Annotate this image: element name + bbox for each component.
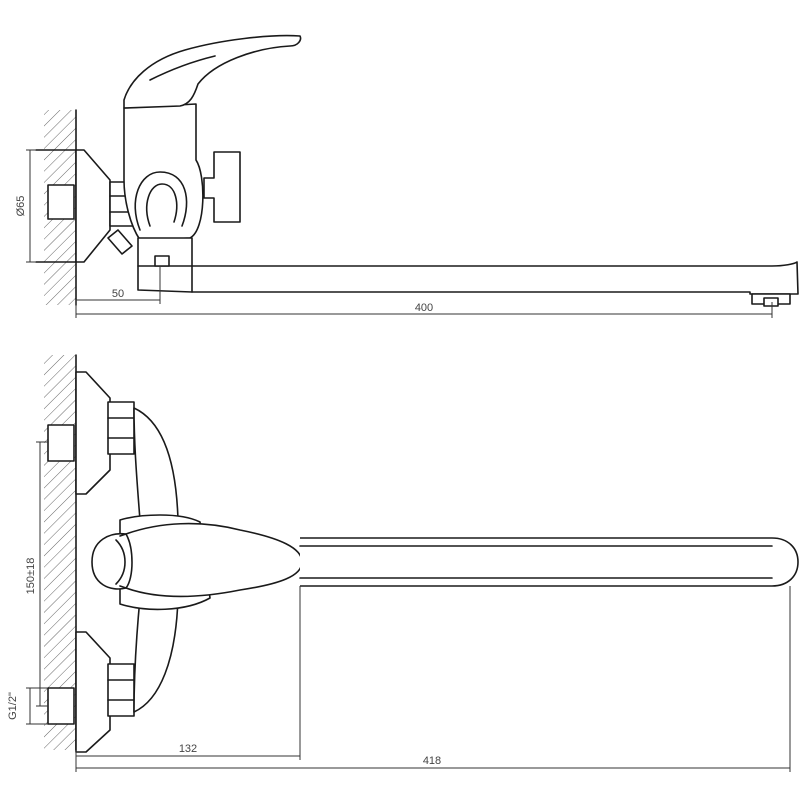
side-dim-height: Ø65 bbox=[15, 149, 36, 263]
side-dim-offset-label: 50 bbox=[112, 288, 124, 300]
side-diverter-knob bbox=[203, 151, 241, 223]
side-spout-base-taper bbox=[137, 265, 193, 293]
front-dim-thread-label: G1/2" bbox=[7, 692, 19, 720]
front-dim-long: 418 bbox=[75, 586, 791, 772]
front-body-lower-arm bbox=[133, 597, 179, 713]
side-body-arc bbox=[134, 171, 188, 231]
side-lever-detail bbox=[149, 55, 216, 81]
front-wall-hatch bbox=[44, 355, 76, 750]
front-upper-nut bbox=[107, 401, 135, 455]
side-view: Ø65 50 400 bbox=[15, 34, 799, 318]
front-lower-flange bbox=[75, 631, 111, 753]
side-dim-offset: 50 bbox=[76, 266, 161, 304]
front-upper-inlet bbox=[47, 424, 75, 462]
side-dim-length-label: 400 bbox=[415, 302, 433, 314]
front-dim-centers-label: 150±18 bbox=[25, 558, 37, 595]
side-spout bbox=[191, 261, 799, 295]
side-inlet-pipe bbox=[47, 184, 75, 220]
side-aerator-tip bbox=[763, 297, 779, 307]
side-wall-flange bbox=[75, 149, 111, 263]
front-lower-nut bbox=[107, 663, 135, 717]
side-body-arc-inner bbox=[146, 183, 178, 227]
front-lever-hub bbox=[119, 533, 133, 589]
front-lower-inlet bbox=[47, 687, 75, 725]
front-lever-inner bbox=[115, 539, 126, 585]
side-dim-height-label: Ø65 bbox=[15, 196, 27, 217]
side-lever-handle bbox=[123, 34, 302, 109]
front-dim-centers: 150±18 bbox=[25, 441, 48, 707]
front-spout bbox=[300, 537, 799, 587]
front-upper-flange bbox=[75, 371, 111, 495]
front-dim-thread: G1/2" bbox=[7, 687, 48, 725]
front-dim-long-label: 418 bbox=[423, 755, 441, 767]
side-dim-length: 400 bbox=[75, 300, 773, 318]
front-dim-short-label: 132 bbox=[179, 743, 197, 755]
front-view: 150±18 G1/2" 132 418 bbox=[7, 354, 799, 772]
front-dim-short: 132 bbox=[76, 586, 301, 760]
side-lower-connector bbox=[107, 229, 133, 255]
front-body-upper-arm bbox=[133, 407, 179, 521]
side-swivel-notch bbox=[154, 255, 170, 267]
